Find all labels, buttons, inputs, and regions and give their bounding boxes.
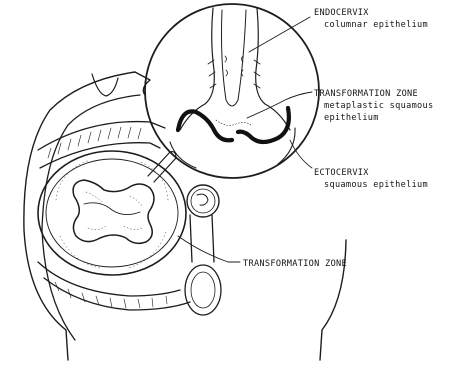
magnifier-ring [187, 185, 219, 217]
leader-lines [178, 17, 312, 262]
ectocervix-title: ECTOCERVIX [314, 168, 369, 178]
external-os [73, 180, 154, 243]
label-transformation-zone: TRANSFORMATION ZONE [243, 259, 347, 269]
transformation-zone-title: TRANSFORMATION ZONE [243, 259, 347, 269]
endocervix-subtitle: columnar epithelium [324, 20, 428, 30]
label-transformation-zone-inset: TRANSFORMATION ZONE metaplastic squamous… [314, 89, 433, 123]
endocervix-title: ENDOCERVIX [314, 8, 369, 18]
transformation-zone-inset-line2: metaplastic squamous [324, 101, 433, 111]
cervix [38, 151, 186, 275]
label-endocervix: ENDOCERVIX columnar epithelium [314, 8, 428, 30]
transformation-zone-inset-title: TRANSFORMATION ZONE [314, 89, 418, 99]
transformation-zone-inset-line3: epithelium [324, 113, 379, 123]
speculum-handle [185, 215, 221, 315]
lower-speculum-blade [38, 262, 190, 310]
label-ectocervix: ECTOCERVIX squamous epithelium [314, 168, 428, 190]
ectocervix-subtitle: squamous epithelium [324, 180, 428, 190]
inset-magnified-view [145, 4, 319, 178]
